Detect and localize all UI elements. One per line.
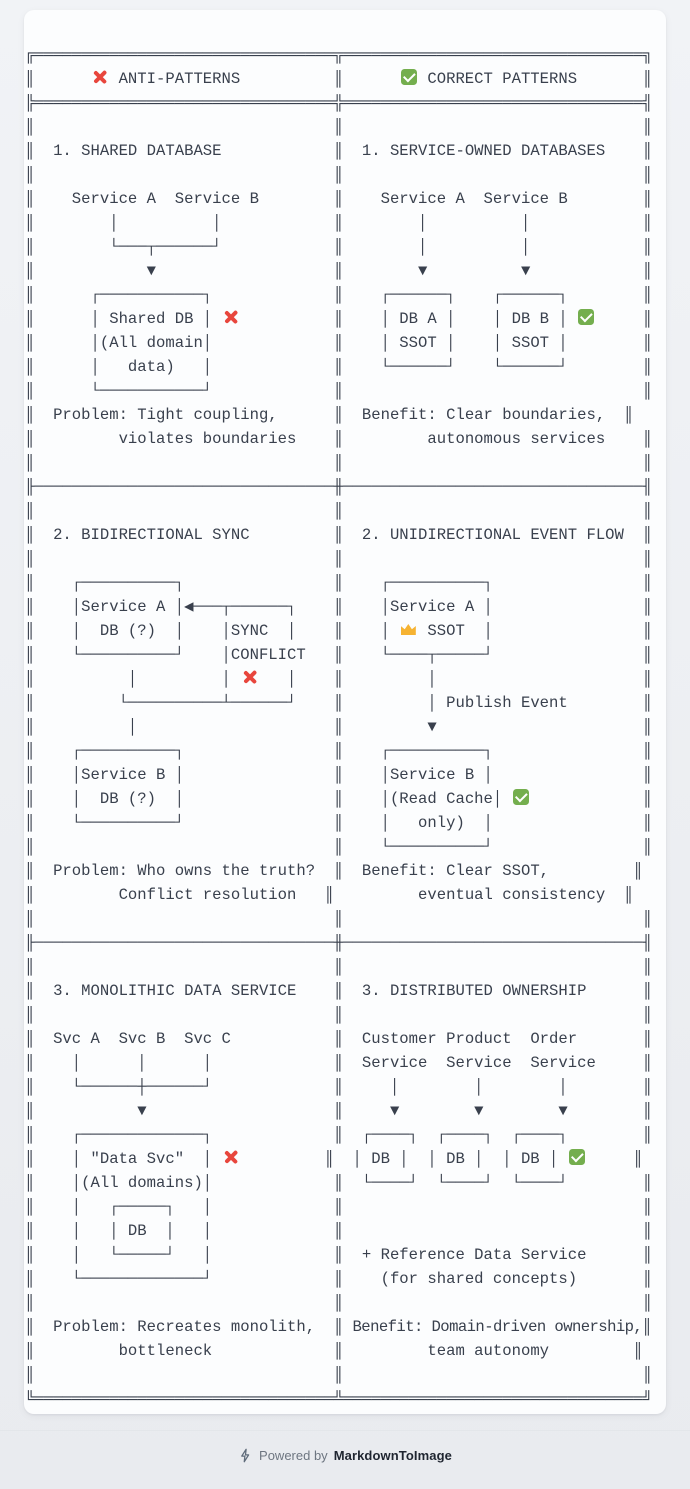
lightning-icon — [238, 1448, 253, 1463]
diagram-card: ╔════════════════════════════════╦══════… — [24, 10, 666, 1414]
powered-by-label: Powered by — [259, 1448, 328, 1463]
check-mark-icon — [512, 789, 531, 806]
ascii-diagram: ╔════════════════════════════════╦══════… — [25, 46, 653, 1408]
footer: Powered by MarkdownToImage — [0, 1430, 690, 1463]
check-mark-icon — [399, 69, 418, 86]
cross-mark-icon — [222, 309, 241, 326]
cross-mark-icon — [240, 669, 259, 686]
check-mark-icon — [577, 309, 596, 326]
squeezed-benefit-line: Benefit: Domain-driven ownership, — [352, 1318, 643, 1336]
cross-mark-icon — [222, 1149, 241, 1166]
crown-icon — [399, 621, 418, 638]
footer-brand-link[interactable]: MarkdownToImage — [333, 1448, 452, 1463]
cross-mark-icon — [91, 69, 110, 86]
check-mark-icon — [568, 1149, 587, 1166]
footer-inner: Powered by MarkdownToImage — [0, 1431, 690, 1463]
